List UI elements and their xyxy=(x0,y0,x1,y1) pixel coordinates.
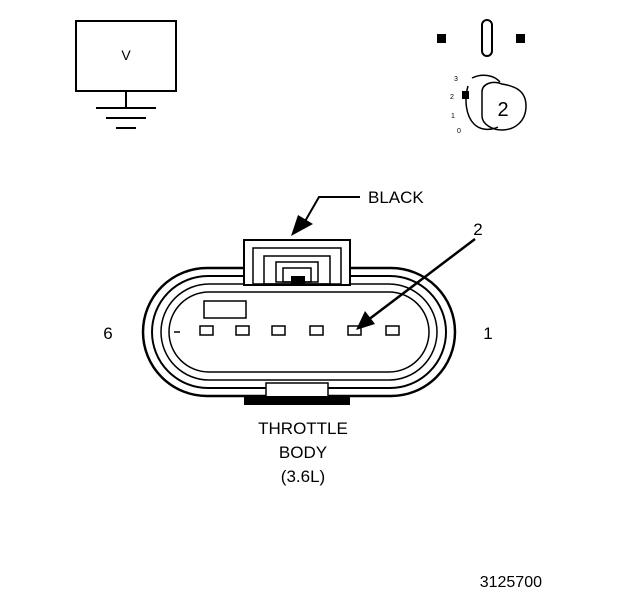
probe-right-terminal xyxy=(516,34,525,43)
position-label-1: 1 xyxy=(451,113,455,120)
pin-cavity-5 xyxy=(235,325,250,336)
connector-name-line-1: THROTTLE xyxy=(258,419,348,438)
position-label-0: 0 xyxy=(457,128,461,135)
connector-body xyxy=(141,266,457,398)
probe-key-icon: 3 2 1 0 2 xyxy=(437,19,527,135)
pin-cavity-3 xyxy=(309,325,324,336)
connector-base xyxy=(244,382,350,405)
left-pin-label: 6 xyxy=(103,324,112,343)
voltmeter-label: V xyxy=(121,47,131,63)
target-pin-label: 2 xyxy=(473,220,482,239)
probe-tip-icon xyxy=(481,19,493,57)
connector-name-line-2: BODY xyxy=(279,443,327,462)
color-label: BLACK xyxy=(368,188,424,207)
position-marker xyxy=(462,91,469,99)
locking-tab xyxy=(243,239,351,286)
figure-number: 3125700 xyxy=(480,574,542,591)
pin-cavity-6 xyxy=(199,325,214,336)
pin-leader-arrow xyxy=(356,238,476,330)
color-leader xyxy=(291,196,360,236)
right-pin-label: 1 xyxy=(483,324,492,343)
pin-cavity-4 xyxy=(271,325,286,336)
voltmeter-symbol: V xyxy=(75,20,177,129)
key-head-icon xyxy=(481,81,527,131)
pin-cavities xyxy=(199,325,400,336)
position-label-2: 2 xyxy=(450,94,454,101)
pin-cavity-1 xyxy=(385,325,400,336)
probe-left-terminal xyxy=(437,34,446,43)
position-label-3: 3 xyxy=(454,76,458,83)
pin-cavity-2 xyxy=(347,325,362,336)
connector-key-rib xyxy=(203,300,247,319)
ground-icon xyxy=(96,91,156,129)
key-pin-number: 2 xyxy=(497,99,508,121)
connector-name-line-3: (3.6L) xyxy=(281,467,325,486)
